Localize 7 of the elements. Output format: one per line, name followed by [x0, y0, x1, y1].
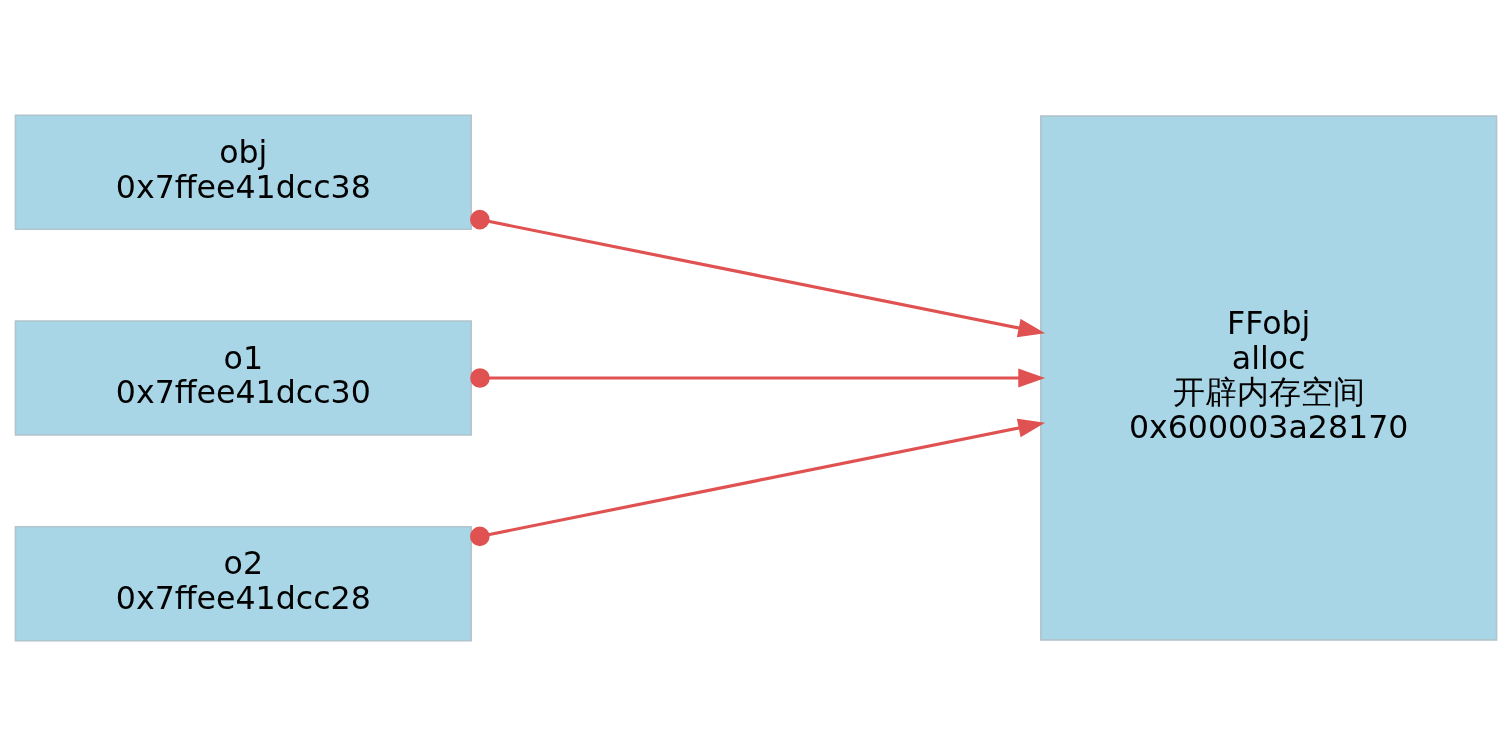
- node-box: FFobj alloc 开辟内存空间 0x600003a28170: [1040, 114, 1498, 641]
- arrow: [470, 367, 1046, 388]
- node-box: o1 0x7ffee41dcc30: [14, 319, 472, 436]
- node-box: o2 0x7ffee41dcc28: [14, 525, 472, 641]
- arrow: [470, 209, 1046, 337]
- node-box: obj 0x7ffee41dcc38: [14, 114, 472, 230]
- arrow: [470, 418, 1046, 546]
